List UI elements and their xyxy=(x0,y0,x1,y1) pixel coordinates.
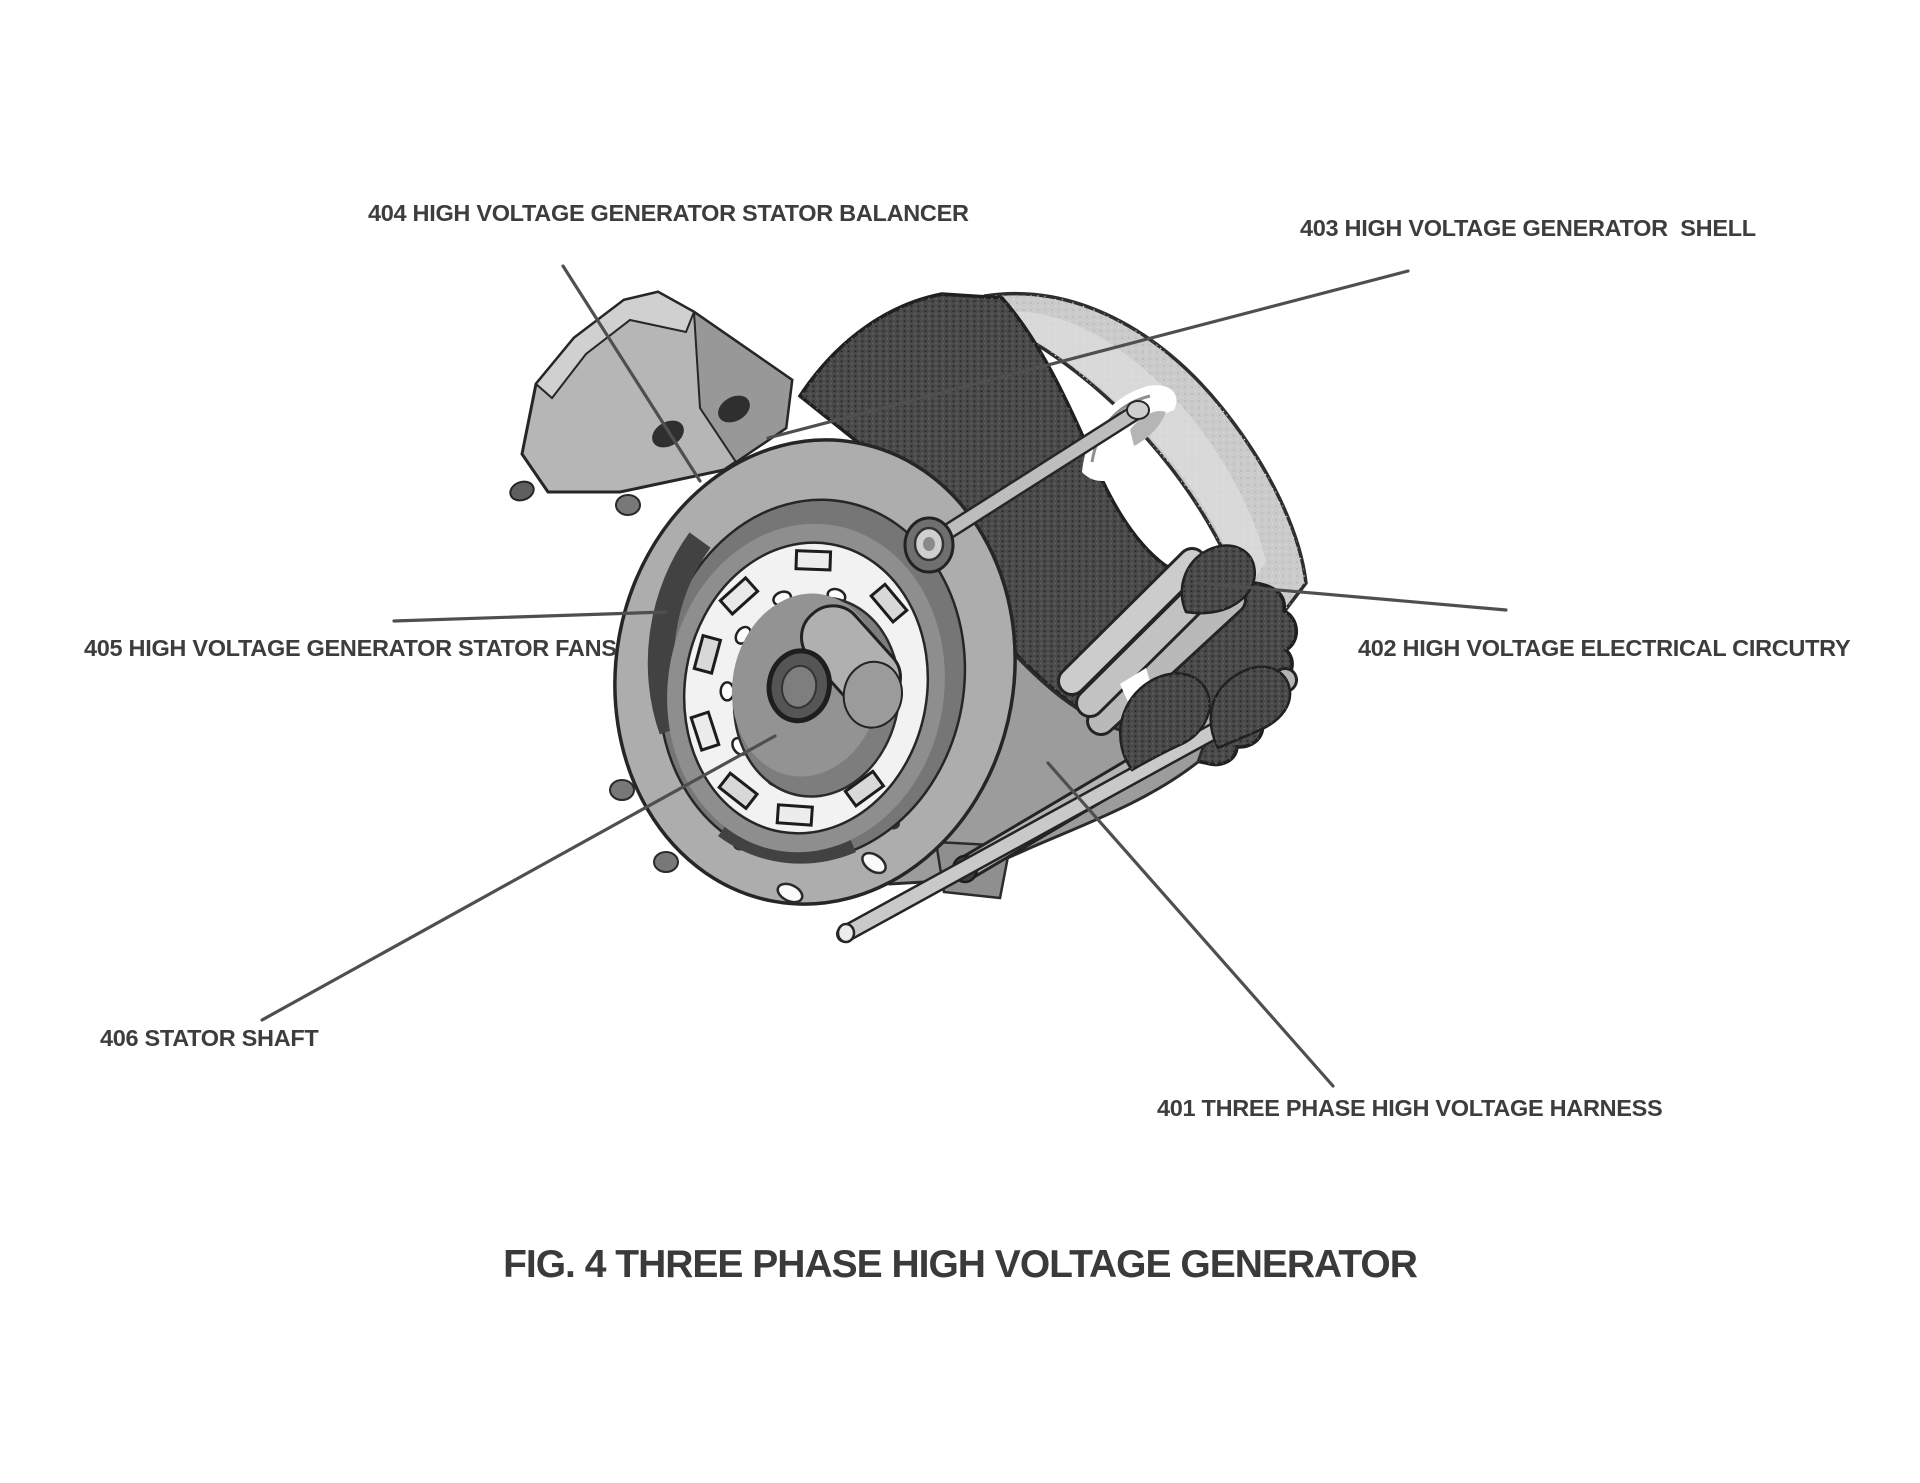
bracket-bolt-hole xyxy=(718,395,750,423)
circuitry-fins xyxy=(1118,544,1292,772)
stator-shaft xyxy=(800,604,903,729)
leader-line-405 xyxy=(392,610,668,623)
part-label-402: 402 HIGH VOLTAGE ELECTRICAL CIRCUTRY xyxy=(1358,635,1851,661)
part-label-404: 404 HIGH VOLTAGE GENERATOR STATOR BALANC… xyxy=(368,200,969,226)
leader-line-404 xyxy=(561,264,702,483)
leader-line-401 xyxy=(1046,761,1335,1088)
stator-balancer-bracket xyxy=(509,290,794,502)
front-flange xyxy=(609,438,1017,906)
leader-line-406 xyxy=(260,734,777,1022)
tie-rod-nut xyxy=(903,516,955,574)
part-label-406: 406 STATOR SHAFT xyxy=(100,1025,319,1051)
part-label-401: 401 THREE PHASE HIGH VOLTAGE HARNESS xyxy=(1157,1095,1663,1121)
leader-line-403 xyxy=(766,269,1410,440)
leader-line-402 xyxy=(1196,581,1508,612)
part-label-403: 403 HIGH VOLTAGE GENERATOR SHELL xyxy=(1300,215,1756,241)
tie-rod xyxy=(921,400,1150,552)
stator-fan-plate xyxy=(682,541,930,835)
part-label-405: 405 HIGH VOLTAGE GENERATOR STATOR FANS xyxy=(84,635,617,661)
three-phase-harness xyxy=(836,547,1298,944)
figure-caption: FIG. 4 THREE PHASE HIGH VOLTAGE GENERATO… xyxy=(503,1243,1418,1286)
